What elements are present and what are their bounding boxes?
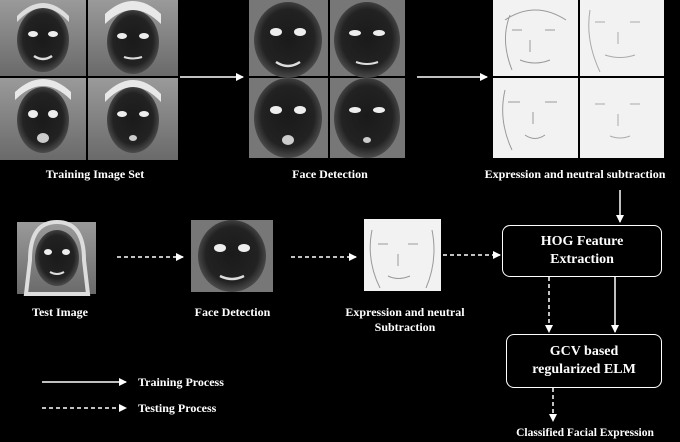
training-face-detection-label: Face Detection	[292, 167, 368, 181]
training-subtraction-label: Expression and neutral subtraction	[484, 167, 666, 181]
test-subtraction-line2: Subtraction	[374, 320, 436, 334]
legend-testing-label: Testing Process	[138, 401, 217, 415]
test-subtraction-label: Expression and neutral Subtraction	[330, 305, 480, 335]
training-face-2	[88, 0, 178, 76]
training-face-3	[0, 78, 86, 160]
classified-output-label: Classified Facial Expression	[516, 427, 654, 439]
training-image-set-label: Training Image Set	[45, 167, 145, 181]
test-image-label: Test Image	[32, 305, 88, 319]
elm-line1: GCV based	[549, 344, 619, 359]
training-detected-faces	[249, 0, 405, 158]
test-subtraction-image	[364, 219, 441, 291]
test-subtraction-line1: Expression and neutral	[345, 305, 465, 319]
legend-training-label: Training Process	[138, 375, 224, 389]
training-subtraction-images	[493, 0, 664, 158]
test-detected-face	[191, 220, 273, 292]
test-image	[17, 219, 96, 296]
test-face-detection-label: Face Detection	[194, 305, 271, 319]
hog-line1: HOG Feature	[540, 234, 624, 249]
training-face-4	[88, 78, 178, 160]
elm-classifier-box: GCV based regularized ELM	[506, 334, 662, 388]
training-face-1	[0, 0, 86, 76]
hog-feature-box: HOG Feature Extraction	[502, 225, 662, 277]
hog-line2: Extraction	[550, 252, 614, 267]
elm-line2: regularized ELM	[532, 362, 636, 377]
training-image-grid	[0, 0, 178, 160]
